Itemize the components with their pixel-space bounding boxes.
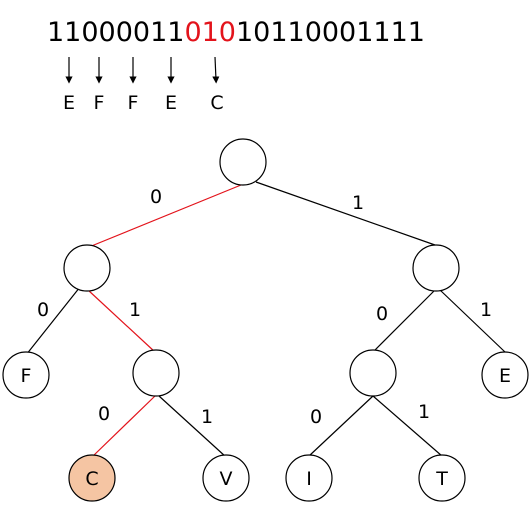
leaf-label-e: E — [499, 365, 511, 387]
bit-string: 1100001101010110001111 — [47, 17, 425, 48]
edge-label-rl-left: 0 — [310, 406, 322, 428]
edge-root-left — [88, 184, 242, 248]
decoded-letter-1: E — [63, 92, 75, 114]
decoded-letter-3: F — [128, 92, 139, 114]
edge-label-l-right: 1 — [129, 299, 141, 321]
edge-l-right — [87, 289, 156, 353]
leaf-label-c: C — [85, 468, 98, 490]
leaf-label-i: I — [306, 468, 312, 490]
edge-label-rl-right: 1 — [418, 401, 430, 423]
node-root — [219, 138, 267, 186]
node-leaf-v — [202, 454, 250, 502]
edge-r-right — [439, 289, 506, 353]
edge-label-root-right: 1 — [352, 192, 364, 214]
edge-label-r-left: 0 — [376, 303, 388, 325]
edge-l-left — [25, 286, 81, 356]
edge-label-root-left: 0 — [150, 186, 162, 208]
edge-label-lr-right: 1 — [201, 406, 213, 428]
edge-label-l-left: 0 — [37, 299, 49, 321]
decoded-letter-5: C — [210, 92, 223, 114]
node-leaf-i — [285, 454, 333, 502]
leaf-label-f: F — [21, 365, 32, 387]
leaf-label-t: T — [435, 468, 448, 490]
bit-string-suffix: 10110001111 — [236, 17, 425, 48]
node-leaf-c — [68, 454, 116, 502]
node-right-left — [349, 349, 397, 397]
edge-lr-right — [158, 395, 227, 458]
decoded-letter-2: F — [94, 92, 105, 114]
edge-rl-right — [372, 395, 443, 457]
edge-label-r-right: 1 — [480, 299, 492, 321]
decoded-letter-4: E — [165, 92, 177, 114]
edge-root-right — [255, 181, 436, 246]
node-left — [63, 244, 111, 292]
bit-string-prefix: 11000011 — [47, 17, 184, 48]
decode-arrows — [65, 56, 220, 84]
node-right — [412, 244, 460, 292]
node-leaf-e — [481, 351, 529, 399]
bit-string-highlight: 010 — [184, 17, 236, 48]
node-left-right — [132, 349, 180, 397]
tree-nodes — [2, 138, 529, 502]
decode-arrow-5 — [212, 56, 220, 84]
leaf-label-v: V — [220, 468, 233, 490]
edge-r-left — [372, 289, 436, 353]
node-leaf-t — [418, 454, 466, 502]
tree-edges — [25, 181, 506, 458]
edge-rl-left — [308, 395, 374, 457]
edge-lr-left — [91, 395, 156, 458]
node-leaf-f — [2, 351, 50, 399]
edge-label-lr-left: 0 — [98, 403, 110, 425]
